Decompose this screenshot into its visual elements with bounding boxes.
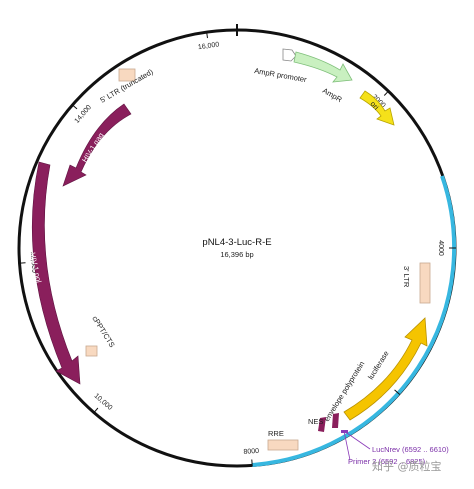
- nes-marker-1: [318, 417, 326, 432]
- ampr-feature: [293, 51, 353, 83]
- luciferase-feature: [343, 317, 428, 421]
- tick-mark: [206, 31, 208, 39]
- ampr-label: AmpR: [321, 86, 344, 105]
- primer-2-label: Primer 2 (6592 .. 6825): [348, 457, 426, 466]
- highlight-arc: [251, 175, 457, 467]
- ampr-promoter-feature: [282, 48, 297, 62]
- ltr5-box: [118, 68, 136, 82]
- hiv1-pol-feature: [31, 161, 81, 385]
- rre-label: RRE: [268, 429, 284, 438]
- plasmid-size: 16,396 bp: [220, 250, 253, 259]
- cppt-box: [85, 345, 98, 357]
- rre-box: [267, 439, 299, 451]
- tick-label: 12,000: [29, 251, 37, 273]
- tick-label: 16,000: [198, 41, 220, 51]
- primer-mark: [341, 430, 348, 433]
- plasmid-name: pNL4-3-Luc-R-E: [202, 237, 271, 248]
- primer-lucnrev-line: [343, 430, 371, 450]
- ampr-promoter-label: AmpR promoter: [254, 66, 308, 84]
- tick-label: 8000: [243, 448, 259, 456]
- ltr3-box: [419, 262, 431, 304]
- primer-2-line: [343, 430, 351, 461]
- nes-marker-2: [332, 413, 339, 428]
- cppt-label: cPPT/CTS: [90, 314, 116, 349]
- luciferase-label: luciferase: [366, 349, 391, 381]
- ltr3-label: 3' LTR: [402, 266, 411, 288]
- tick-label: 10,000: [93, 393, 114, 412]
- tick-label: 14,000: [74, 104, 93, 125]
- tick-mark: [92, 407, 99, 414]
- tick-mark: [71, 103, 78, 110]
- nes-label: NES: [308, 417, 323, 426]
- ori-feature: [359, 90, 395, 126]
- tick-label: 4000: [437, 240, 444, 256]
- tick-mark: [394, 389, 401, 395]
- tick-mark: [383, 90, 390, 96]
- hiv1-gag-feature: [62, 103, 132, 187]
- primer-lucnrev-label: LucNrev (6592 .. 6610): [372, 445, 449, 454]
- watermark-text: 知乎 @质粒宝: [372, 459, 442, 473]
